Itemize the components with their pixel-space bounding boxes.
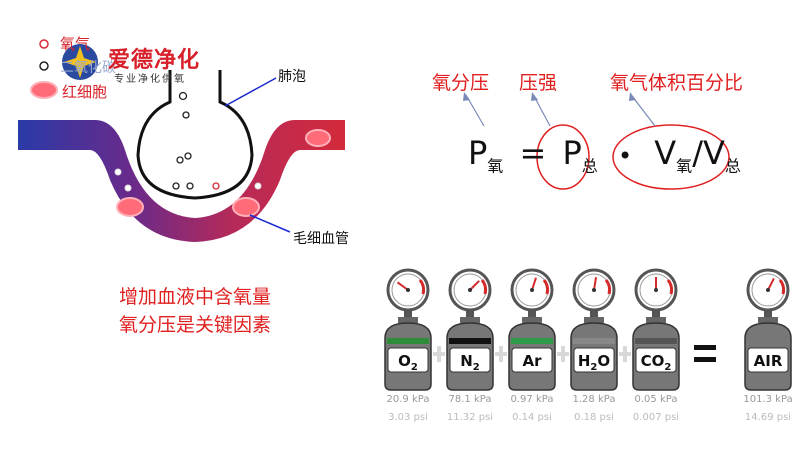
red-blood-cell (116, 197, 144, 217)
total-pressure-ellipse (536, 124, 590, 190)
red-blood-cell (305, 129, 331, 147)
equals-sign (694, 345, 716, 350)
gas-psi-value: 0.007 psi (632, 412, 680, 423)
gas-kpa-value: 20.9 kPa (387, 394, 430, 405)
co2-molecule (114, 168, 122, 176)
co2-molecule (212, 182, 220, 190)
legend-co2-icon (39, 61, 49, 71)
gas-psi-value: 0.14 psi (512, 412, 552, 423)
oxygen-molecule (172, 182, 180, 190)
gas-kpa-value: 0.97 kPa (511, 394, 554, 405)
logo-slogan: 专业净化供氧 (114, 74, 186, 85)
gas-cylinder: H2O 1.28 kPa (570, 268, 618, 405)
gas-symbol: Ar (522, 352, 542, 370)
total-pressure-label: 压强 (519, 72, 558, 94)
gas-kpa-value: 1.28 kPa (573, 394, 616, 405)
legend-rbc-label: 红细胞 (62, 83, 108, 101)
gas-psi-value: 0.18 psi (574, 412, 614, 423)
gauge-needle (531, 277, 537, 291)
alveolus-outline (136, 70, 254, 200)
gas-label-box (635, 347, 677, 373)
gas-label-box (449, 347, 491, 373)
gauge-needle (396, 281, 409, 291)
plus-connector (561, 346, 565, 362)
co2-molecule (124, 184, 132, 192)
caption-line-2: 氧分压是关键因素 (118, 314, 271, 336)
volume-fraction-ellipse (612, 124, 730, 190)
gas-band (449, 338, 491, 344)
alveolus-leader-line (224, 77, 277, 107)
gas-symbol: CO2 (641, 352, 672, 373)
oxygen-molecule (182, 111, 190, 119)
gas-label-box (511, 347, 553, 373)
gas-band (511, 338, 553, 344)
capillary-label: 毛细血管 (293, 231, 349, 247)
air-cylinder: AIR 101.3 kPa (743, 268, 793, 405)
oxygen-partial-pressure-formula: P氧 = P总 • V氧/V总 (468, 134, 741, 176)
plus-connector (499, 346, 503, 362)
co2-molecule (254, 182, 262, 190)
gas-label-box (573, 347, 615, 373)
partial-pressure-label: 氧分压 (432, 72, 490, 94)
oxygen-molecule (186, 182, 194, 190)
gas-cylinder: N2 78.1 kPa (446, 268, 494, 405)
legend-rbc-icon (30, 81, 58, 99)
gas-symbol: AIR (754, 352, 783, 370)
gas-kpa-value: 101.3 kPa (743, 394, 792, 405)
alveolus-label: 肺泡 (278, 69, 306, 85)
gas-symbol: N2 (460, 352, 480, 373)
gas-cylinder: CO2 0.05 kPa (632, 268, 680, 405)
plus-connector (623, 346, 627, 362)
gas-psi-value: 11.32 psi (446, 412, 494, 423)
caption: 增加血液中含氧量 氧分压是关键因素 (75, 283, 315, 339)
legend-oxygen-label: 氧气 (60, 35, 91, 53)
gauge-needle (767, 277, 775, 291)
oxygen-molecule (178, 91, 188, 101)
gas-band (635, 338, 677, 344)
gas-band (387, 338, 429, 344)
gas-label-box (747, 347, 789, 373)
capillary-leader-line (249, 214, 291, 233)
gas-cylinders: O2 20.9 kPa N2 78.1 kPa Ar 0.97 kPa H2O 1.28 kP… (384, 268, 793, 405)
gas-cylinder: O2 20.9 kPa (384, 268, 432, 405)
red-blood-cell (232, 197, 260, 217)
plus-connector (437, 346, 441, 362)
alveolus-diagram (18, 39, 345, 242)
gauge-needle (593, 277, 598, 291)
equals-sign (694, 357, 716, 362)
gas-psi-value: 14.69 psi (744, 412, 792, 423)
legend-co2-label: 二氧化碳 (60, 60, 116, 76)
capillary-vessel (18, 120, 345, 242)
gas-psi-value: 3.03 psi (388, 412, 428, 423)
gas-label-box (387, 347, 429, 373)
formula-annotations (463, 92, 730, 190)
oxygen-molecule (184, 152, 192, 160)
gas-kpa-value: 78.1 kPa (449, 394, 492, 405)
gas-band (573, 338, 615, 344)
caption-line-1: 增加血液中含氧量 (118, 286, 271, 308)
gas-cylinder: Ar 0.97 kPa (508, 268, 556, 405)
volume-fraction-label: 氧气体积百分比 (610, 72, 744, 94)
gas-kpa-value: 0.05 kPa (635, 394, 678, 405)
logo-name: 爱德净化 (108, 48, 201, 73)
legend-oxygen-icon (39, 39, 49, 49)
gas-symbol: O2 (398, 352, 418, 373)
oxygen-molecule (176, 156, 184, 164)
gauge-needle (469, 280, 480, 291)
gas-symbol: H2O (578, 352, 610, 373)
